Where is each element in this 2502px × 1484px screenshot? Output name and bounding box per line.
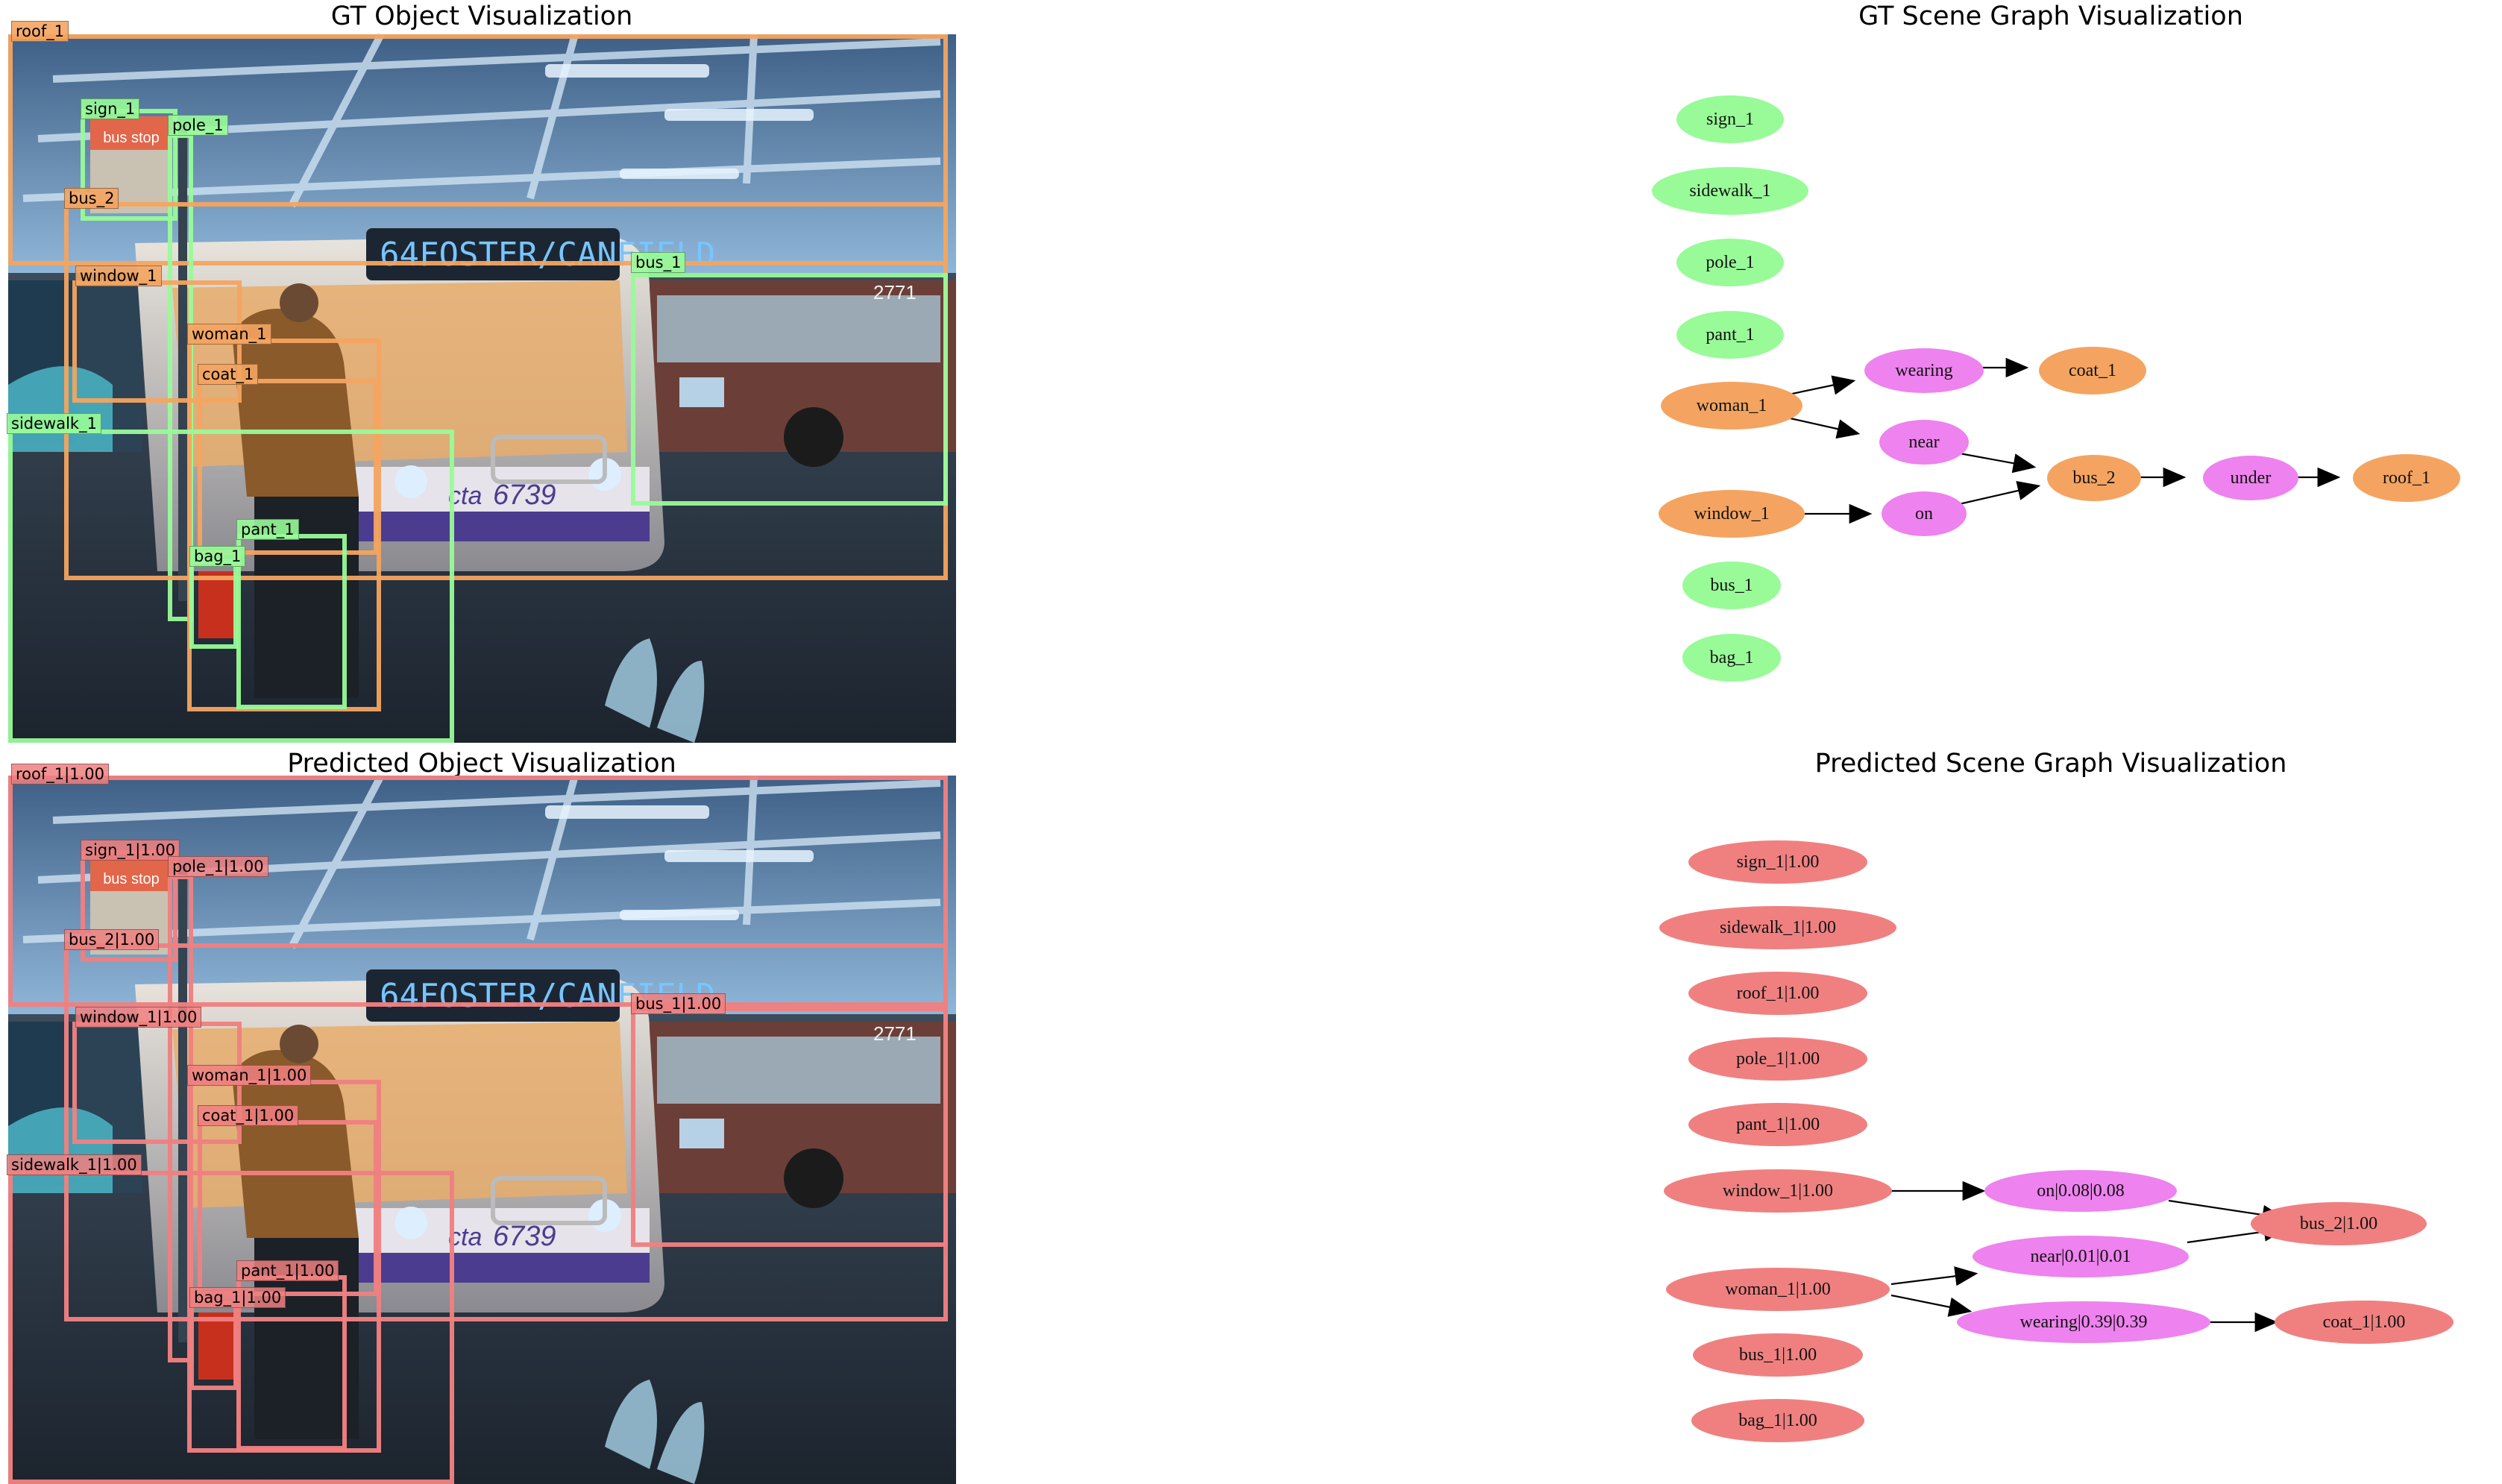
bbox-label-sign: sign_1 <box>81 98 140 119</box>
bbox-roof <box>8 34 948 265</box>
gt-photo: 2771 64FOSTER/CANFIELD 6739 cta bus stop… <box>7 21 956 743</box>
pred-node-coat: coat_1|1.00 <box>2275 1301 2454 1344</box>
gt-node-near: near <box>1879 420 1969 465</box>
pred-edge-woman-wearing <box>1890 1294 1973 1317</box>
pred-node-woman: woman_1|1.00 <box>1666 1268 1890 1311</box>
bbox-label-bus-2: bus_2 <box>64 188 119 209</box>
pred-bbox-label-coat: coat_1|1.00 <box>198 1105 299 1126</box>
pred-node-wearing: wearing|0.39|0.39 <box>1957 1301 2210 1343</box>
pred-node-pole: pole_1|1.00 <box>1688 1037 1867 1081</box>
bus-number: 6739 <box>493 1221 556 1252</box>
pred-bbox-label-sign: sign_1|1.00 <box>81 840 180 861</box>
pred-bbox-label-bus-2: bus_2|1.00 <box>64 929 160 950</box>
gt-node-wearing: wearing <box>1864 348 1984 393</box>
bbox-label-window: window_1 <box>75 265 162 286</box>
pred-bbox-sidewalk <box>8 1171 454 1484</box>
gt-node-roof: roof_1 <box>2353 454 2460 502</box>
pred-bbox-label-sidewalk: sidewalk_1|1.00 <box>7 1154 142 1175</box>
pred-node-bus-2: bus_2|1.00 <box>2251 1202 2427 1245</box>
stop-sign-text: bus stop <box>103 130 160 146</box>
gt-node-woman: woman_1 <box>1661 382 1802 430</box>
gt-node-sign: sign_1 <box>1676 95 1784 143</box>
bbox-label-pant: pant_1 <box>236 519 299 540</box>
pred-node-pant: pant_1|1.00 <box>1688 1103 1867 1146</box>
pred-node-near: near|0.01|0.01 <box>1973 1236 2189 1277</box>
bus-station-photo: 2771 64FOSTER/CANFIELD 6739 cta bus stop <box>8 773 956 1484</box>
bbox-label-pole: pole_1 <box>168 115 228 136</box>
pred-bbox-label-pole: pole_1|1.00 <box>168 856 268 877</box>
pred-node-bus-1: bus_1|1.00 <box>1693 1333 1863 1377</box>
pred-bbox-label-bus-1: bus_1|1.00 <box>631 993 726 1014</box>
gt-scene-graph: sign_1 sidewalk_1 pole_1 pant_1 woman_1 … <box>0 0 2502 738</box>
bbox-label-coat: coat_1 <box>198 364 259 385</box>
pred-bbox-label-pant: pant_1|1.00 <box>236 1260 339 1281</box>
pred-object-title: Predicted Object Visualization <box>287 749 676 779</box>
bbox-woman <box>187 339 381 711</box>
far-bus-number: 2771 <box>873 1022 917 1045</box>
pred-node-roof: roof_1|1.00 <box>1688 972 1867 1015</box>
pred-node-bag: bag_1|1.00 <box>1691 1399 1864 1442</box>
bbox-sidewalk <box>8 430 454 743</box>
gt-node-pant: pant_1 <box>1676 311 1784 359</box>
gt-node-on: on <box>1882 491 1967 536</box>
pred-node-window: window_1|1.00 <box>1664 1169 1892 1213</box>
bbox-label-bus-1: bus_1 <box>631 252 686 273</box>
pred-bbox-label-woman: woman_1|1.00 <box>187 1065 312 1086</box>
pred-bbox-bus-1 <box>631 1007 948 1247</box>
far-bus-number: 2771 <box>873 281 917 304</box>
pred-bbox-label-bag: bag_1|1.00 <box>189 1287 286 1308</box>
stop-sign-text: bus stop <box>103 871 160 887</box>
gt-node-bus-2: bus_2 <box>2047 455 2141 501</box>
bbox-coat <box>198 379 378 555</box>
pred-node-sidewalk: sidewalk_1|1.00 <box>1659 906 1896 949</box>
pred-bbox-label-window: window_1|1.00 <box>75 1007 202 1028</box>
gt-node-under: under <box>2203 456 2298 500</box>
gt-node-pole: pole_1 <box>1676 239 1784 286</box>
pred-bbox-roof <box>8 776 948 1007</box>
gt-node-coat: coat_1 <box>2039 347 2146 394</box>
pred-node-sign: sign_1|1.00 <box>1688 840 1867 884</box>
pred-edge-woman-near <box>1890 1266 1978 1286</box>
bbox-bus-1 <box>631 273 948 506</box>
pred-graph-title: Predicted Scene Graph Visualization <box>1814 749 2287 779</box>
bbox-label-woman: woman_1 <box>187 324 271 345</box>
bus-station-photo: 2771 64FOSTER/CANFIELD 6739 cta bus stop <box>8 32 956 743</box>
gt-object-title: GT Object Visualization <box>330 1 633 31</box>
gt-node-bag: bag_1 <box>1682 634 1781 682</box>
bbox-label-bag: bag_1 <box>189 546 246 567</box>
bbox-label-sidewalk: sidewalk_1 <box>7 413 101 434</box>
gt-node-bus-1: bus_1 <box>1682 562 1781 609</box>
pred-photo: 2771 64FOSTER/CANFIELD 6739 cta bus stop… <box>7 764 956 1484</box>
gt-node-window: window_1 <box>1659 490 1805 538</box>
pred-node-on: on|0.08|0.08 <box>1984 1170 2177 1212</box>
pred-bbox-label-roof: roof_1|1.00 <box>11 764 109 785</box>
gt-node-sidewalk: sidewalk_1 <box>1652 167 1808 215</box>
gt-graph-title: GT Scene Graph Visualization <box>1858 1 2243 31</box>
bbox-label-roof: roof_1 <box>11 21 69 42</box>
bus-number: 6739 <box>493 480 556 511</box>
